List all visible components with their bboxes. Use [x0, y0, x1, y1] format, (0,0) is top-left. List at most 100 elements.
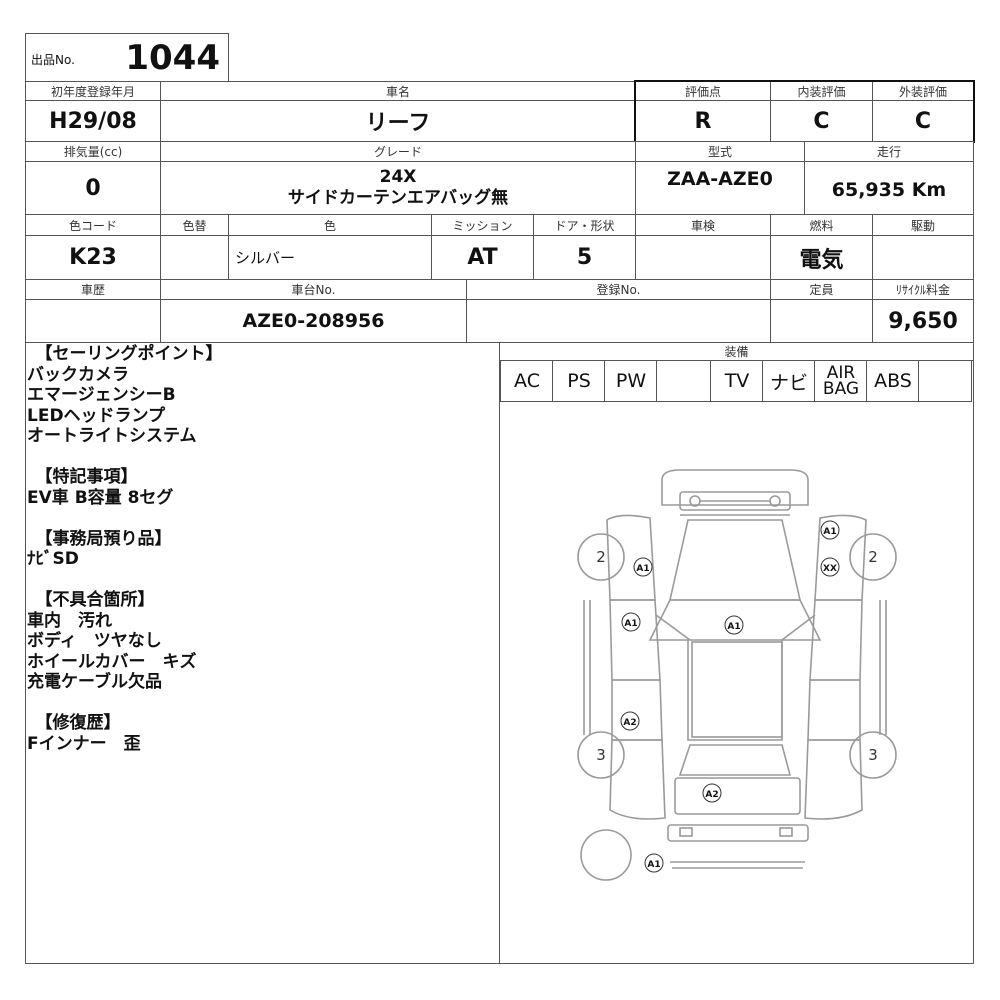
color-value: シルバー	[228, 235, 432, 280]
damage-mark: A1	[727, 622, 740, 632]
repaint-header: 色替	[160, 214, 229, 236]
right-front-fender	[814, 514, 867, 601]
car-name-value: リーフ	[160, 100, 636, 142]
lot-number: 1044	[125, 37, 220, 78]
interior-header: 内装評価	[770, 81, 873, 101]
displacement-header: 排気量(cc)	[25, 141, 161, 162]
spare-tire	[580, 829, 632, 881]
car-damage-diagram: 2 2 3 3 A1 A1 XX A1 A1 A2 A2 A1	[577, 469, 897, 881]
capacity-value	[770, 299, 873, 343]
tire-rear-right-score: 3	[868, 746, 878, 764]
inspection-header: 車検	[635, 214, 771, 236]
airbag-line-1: AIR	[826, 363, 856, 383]
note-line: ホイールカバー キズ	[27, 651, 197, 672]
notes-panel: 【セーリングポイント】 バックカメラ エマージェンシーB LEDヘッドランプ オ…	[27, 344, 497, 754]
note-line	[27, 447, 497, 468]
exterior-value: C	[872, 100, 974, 142]
tire-front-left-score: 2	[596, 548, 606, 566]
recycle-header: ﾘｻｲｸﾙ料金	[872, 279, 974, 300]
notes-divider	[499, 342, 500, 964]
color-code-header: 色コード	[25, 214, 161, 236]
equipment-header: 装備	[499, 343, 974, 361]
mileage-value: 65,935 Km	[804, 161, 974, 215]
rear-glass	[678, 744, 792, 776]
history-header: 車歴	[25, 279, 161, 300]
equip-pw: PW	[604, 360, 657, 402]
mission-header: ミッション	[431, 214, 534, 236]
right-rear-fender	[804, 739, 863, 820]
score-value: R	[635, 100, 771, 142]
equip-navi: ナビ	[762, 360, 815, 402]
equip-ac: AC	[500, 360, 553, 402]
note-line: ボディ ツヤなし	[27, 631, 162, 651]
damage-mark: A2	[705, 790, 718, 800]
note-line: バックカメラ	[27, 364, 129, 385]
drive-value	[872, 235, 974, 280]
chassis-value: AZE0-208956	[160, 299, 467, 343]
note-line: 充電ケーブル欠品	[27, 672, 162, 692]
tire-front-right	[849, 533, 897, 581]
recycle-value: 9,650	[872, 299, 974, 343]
tire-rear-right	[849, 731, 897, 779]
front-grille	[679, 491, 791, 511]
note-line: エマージェンシーB	[27, 385, 176, 405]
damage-mark: A2	[623, 718, 636, 728]
left-rear-fender	[609, 739, 666, 820]
fuel-value: 電気	[770, 235, 873, 280]
reg-year-value: H29/08	[25, 100, 161, 142]
door-header: ドア・形状	[533, 214, 636, 236]
damage-mark: A1	[624, 619, 637, 629]
note-line: 【不具合箇所】	[27, 590, 155, 610]
grade-header: グレード	[160, 141, 636, 162]
reg-year-header: 初年度登録年月	[25, 81, 161, 101]
hood	[669, 519, 801, 601]
note-line: EV車 B容量 8セグ	[27, 487, 174, 508]
interior-value: C	[770, 100, 873, 142]
equip-tv: TV	[710, 360, 763, 402]
note-line: LEDヘッドランプ	[27, 405, 166, 426]
note-line: 【修復歴】	[27, 713, 121, 733]
left-front-fender	[606, 514, 656, 601]
capacity-header: 定員	[770, 279, 873, 300]
color-header: 色	[228, 214, 432, 236]
door-value: 5	[533, 235, 636, 280]
damage-mark: A1	[823, 527, 836, 537]
note-line	[27, 693, 497, 714]
damage-mark: A1	[636, 564, 649, 574]
equip-airbag: AIR BAG	[814, 360, 867, 402]
repaint-value	[160, 235, 229, 280]
grade-line-1: 24X	[379, 167, 417, 187]
drive-header: 駆動	[872, 214, 974, 236]
equip-blank-2	[918, 360, 972, 402]
displacement-value: 0	[25, 161, 161, 215]
color-code-value: K23	[25, 235, 161, 280]
damage-mark: A1	[647, 860, 660, 870]
left-rear-door	[611, 679, 663, 741]
airbag-line-2: BAG	[822, 379, 860, 399]
inspection-value	[635, 235, 771, 280]
note-line: ﾅﾋﾞSD	[27, 549, 79, 569]
score-header: 評価点	[635, 81, 771, 101]
note-line: 【特記事項】	[27, 467, 138, 487]
exterior-header: 外装評価	[872, 81, 974, 101]
mission-value: AT	[431, 235, 534, 280]
tire-rear-left-score: 3	[596, 746, 606, 764]
right-rear-door	[807, 679, 861, 741]
note-line: 【事務局預り品】	[27, 528, 172, 549]
note-line	[27, 570, 497, 591]
damage-mark: XX	[823, 564, 837, 574]
car-name-header: 車名	[160, 81, 636, 101]
note-line	[27, 508, 497, 529]
rear-bumper	[667, 824, 809, 842]
equip-ps: PS	[552, 360, 605, 402]
cabin-roof	[691, 641, 783, 738]
grade-value: 24X サイドカーテンエアバッグ無	[160, 161, 636, 215]
trunk	[674, 777, 801, 815]
equip-blank-1	[656, 360, 711, 402]
lot-box: 出品No. 1044	[25, 33, 229, 82]
registration-header: 登録No.	[466, 279, 771, 300]
fuel-header: 燃料	[770, 214, 873, 236]
tire-front-right-score: 2	[868, 548, 878, 566]
model-value: ZAA-AZE0	[635, 161, 805, 215]
grade-line-2: サイドカーテンエアバッグ無	[287, 188, 509, 208]
